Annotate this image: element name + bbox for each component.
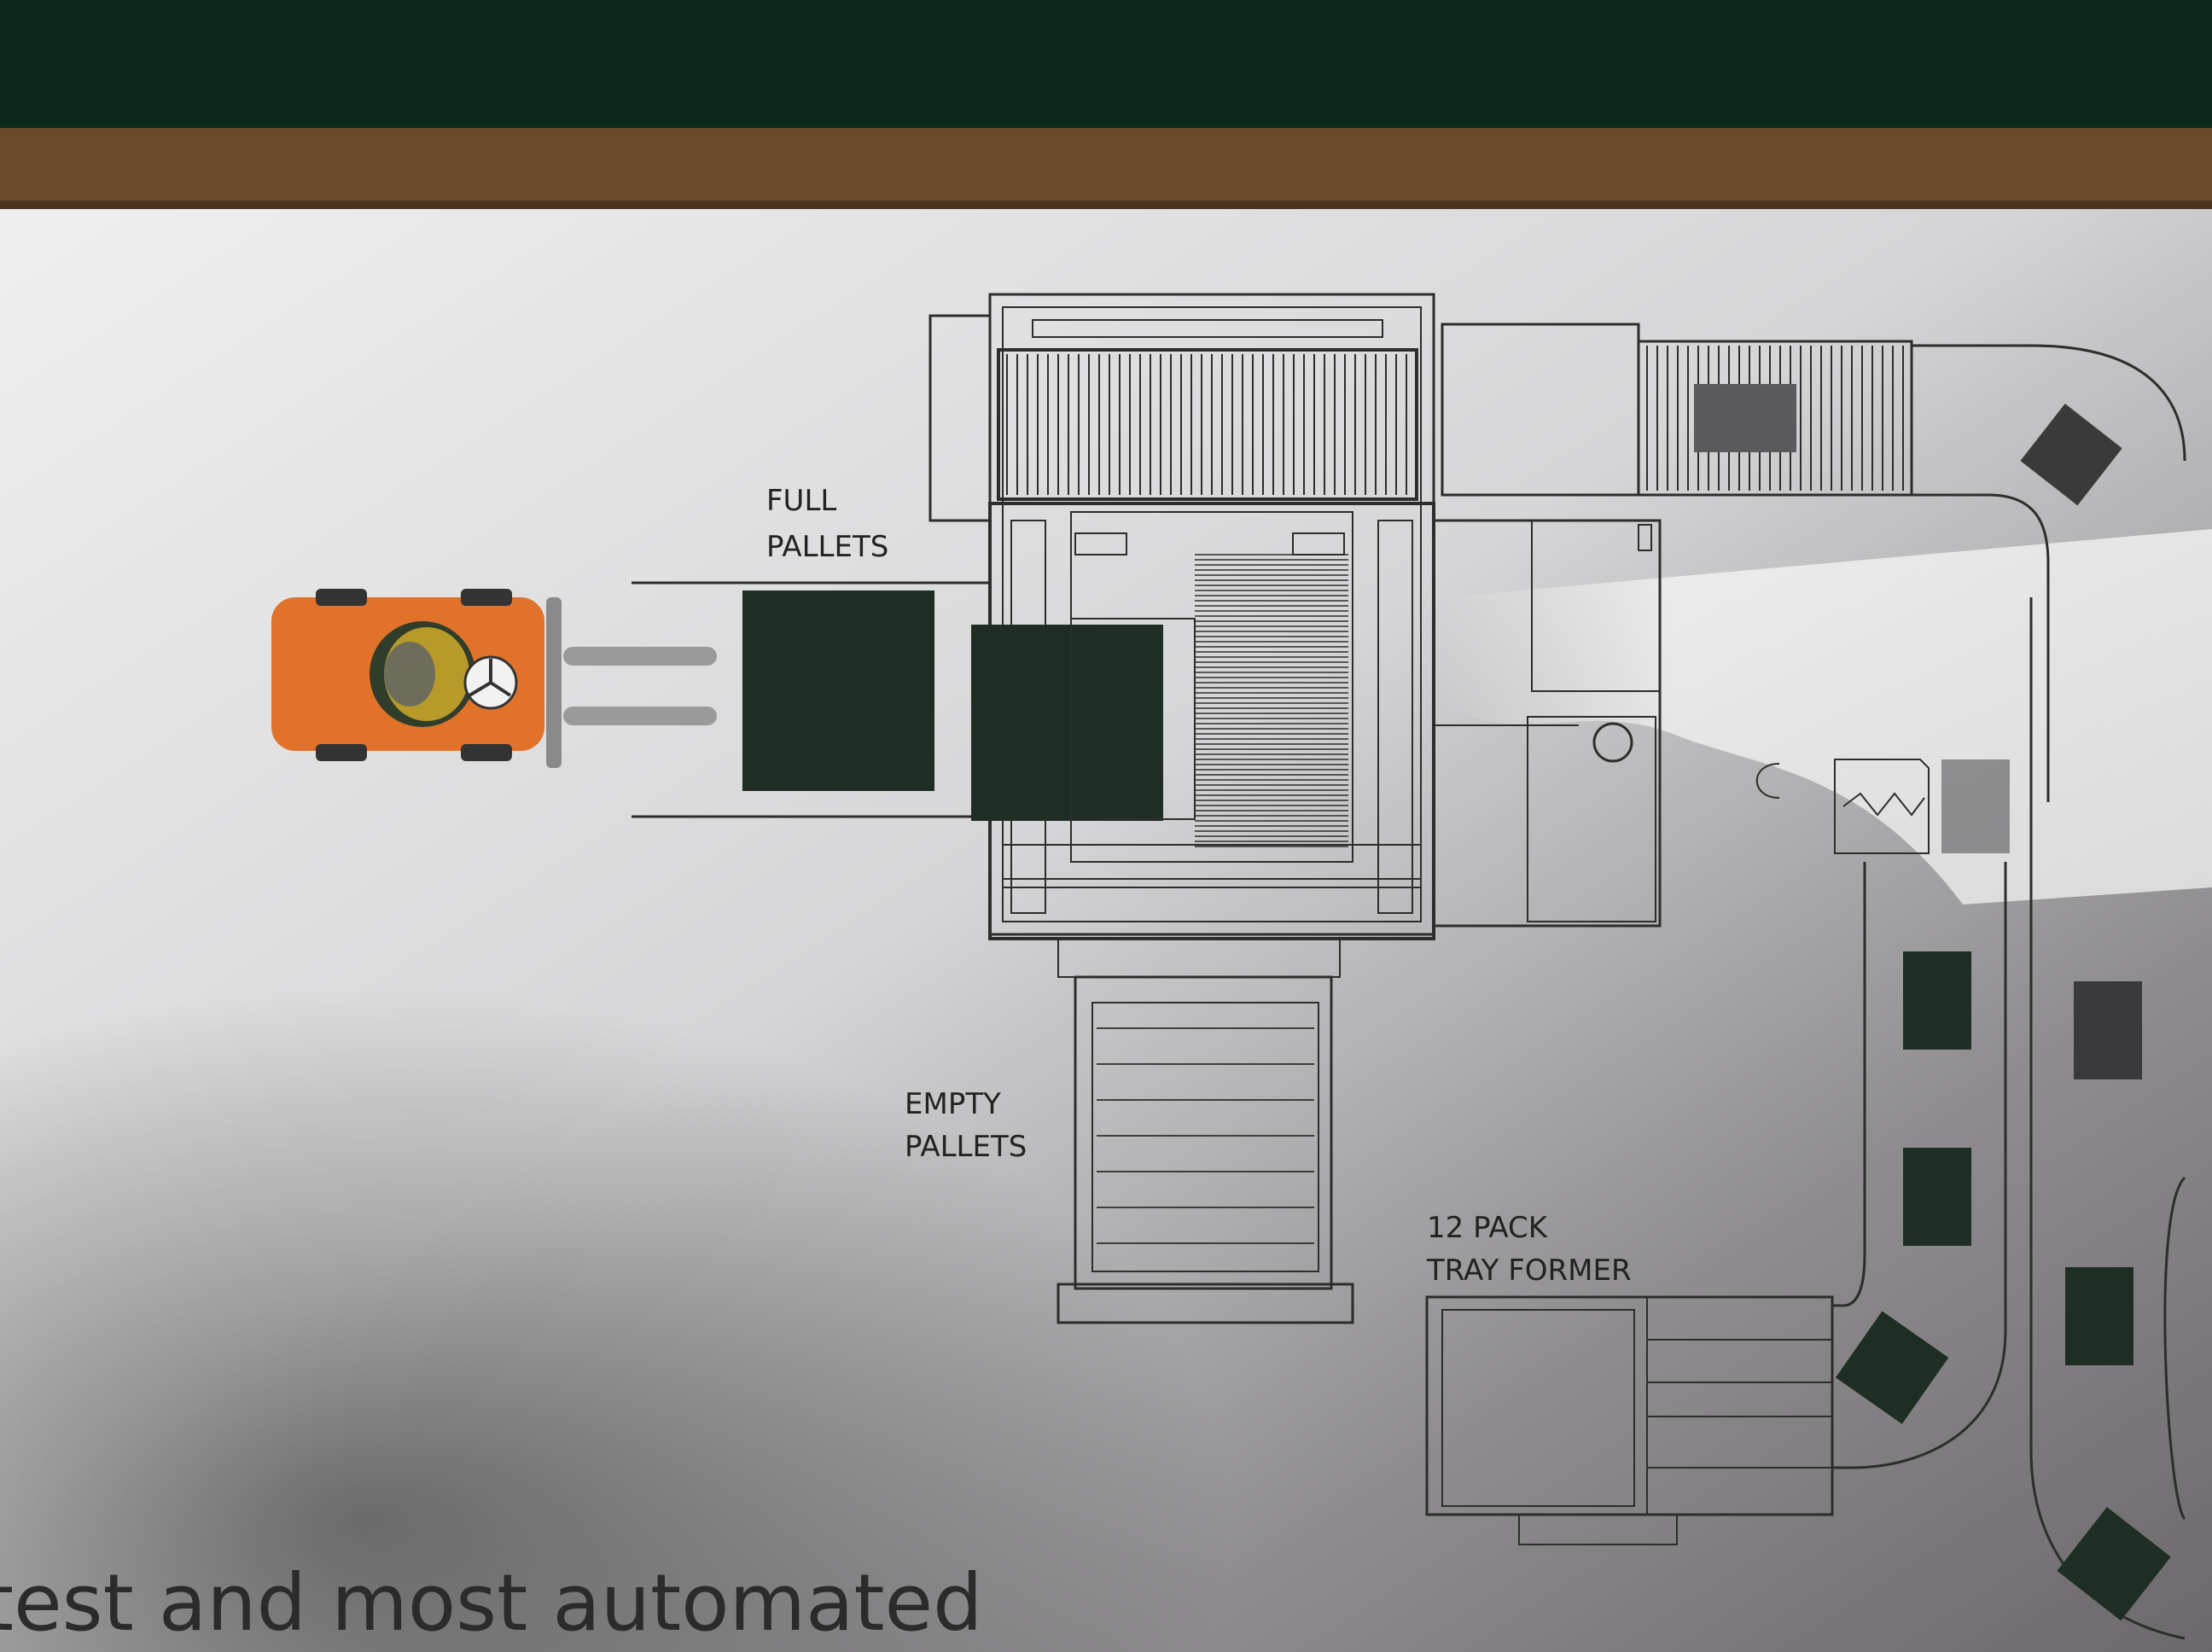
wood-frame [0,128,2212,209]
curved-conveyor-outer [1912,344,2186,462]
bottom-caption: test and most automated [0,1557,983,1649]
side-mechanism [1432,519,1662,928]
full-pallet-load [742,590,934,791]
empty-pallets-label-line2: PALLETS [905,1130,1027,1164]
vertical-conveyor-loop [1755,597,2186,1640]
empty-pallets-label-line1: EMPTY [905,1087,1001,1121]
glare-reflection [1442,529,2212,905]
full-pallets-label-line1: FULL [766,484,836,518]
tray-former-label-line2: TRAY FORMER [1426,1254,1632,1288]
tray-former-label-line1: 12 PACK [1427,1211,1549,1245]
tray-former [1425,1295,1834,1545]
product-case-6 [1835,1311,1949,1424]
product-case [1694,384,1796,452]
forklift-icon [271,589,717,768]
product-case-3 [1903,1148,1971,1246]
full-pallets-label-line2: PALLETS [766,530,888,564]
empty-pallets-conveyor [1057,938,1354,1324]
product-case-7 [2057,1507,2171,1621]
pallet-in-palletizer [971,625,1163,821]
full-pallets-conveyor [632,581,1196,821]
product-case-rotated-1 [2020,404,2122,506]
palletizer [988,502,1435,940]
outfeed-conveyor [1441,323,1913,497]
layout-diagram [632,293,2186,1640]
top-roller-conveyor [997,319,1418,501]
product-case-2 [1903,951,1971,1050]
board-top [0,0,2212,137]
product-case-5 [2065,1267,2133,1365]
product-case-4 [2074,981,2142,1079]
